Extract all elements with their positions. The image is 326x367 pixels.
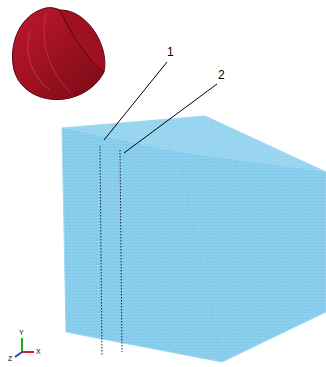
gauge-line xyxy=(100,146,102,356)
leader-line xyxy=(124,84,217,153)
axis-label: Y xyxy=(19,329,24,336)
impactor-hemisphere xyxy=(12,8,104,100)
gauge-line xyxy=(120,150,122,352)
axis-triad xyxy=(15,338,34,357)
axis-label: X xyxy=(36,348,41,355)
axis-label: Z xyxy=(8,355,12,362)
callout-number: 1 xyxy=(167,46,174,58)
target-block xyxy=(62,116,326,362)
callout-number: 2 xyxy=(218,69,225,81)
